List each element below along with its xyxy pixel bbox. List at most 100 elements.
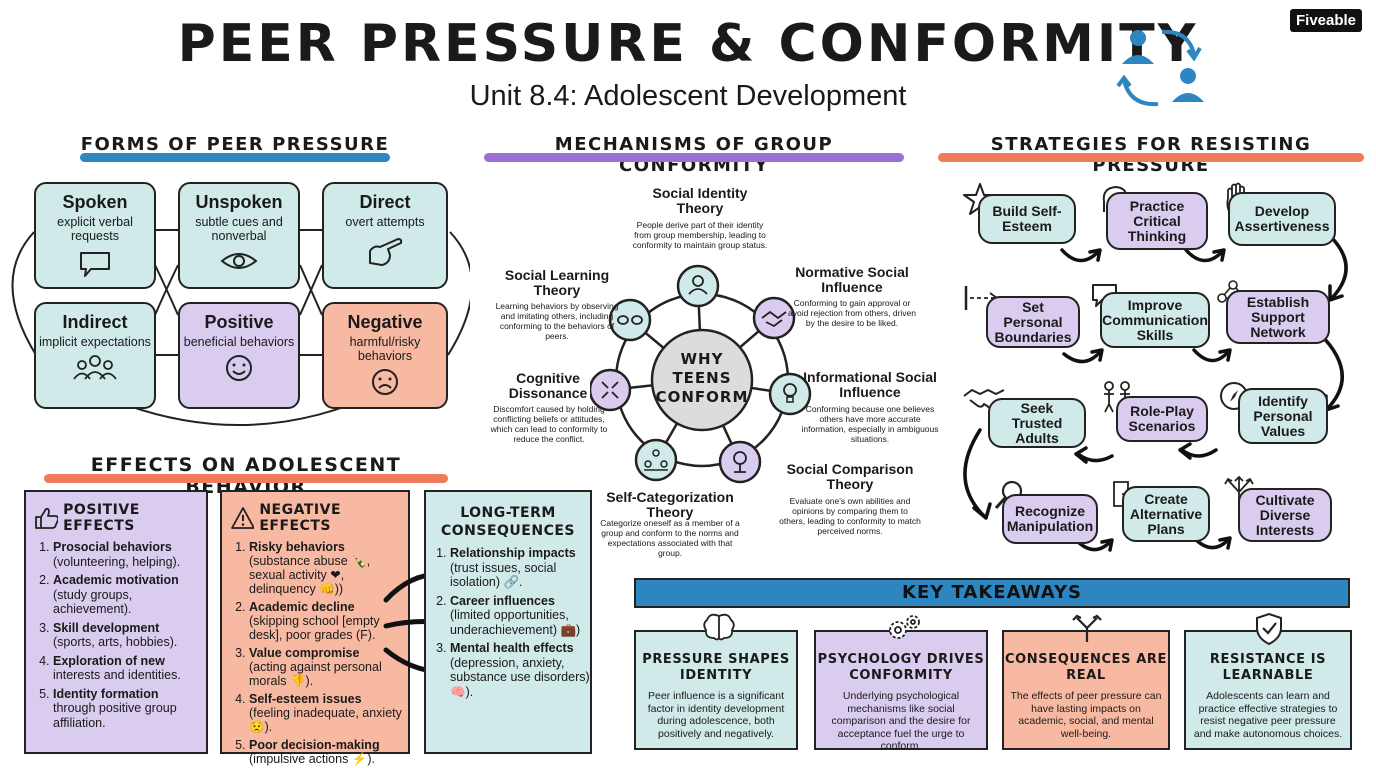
forms-heading: FORMS OF PEER PRESSURE [80,134,390,155]
strategy-build-self-esteem: Build Self-Esteem [978,194,1076,244]
page-subtitle: Unit 8.4: Adolescent Development [469,80,907,112]
form-card-desc: explicit verbal requests [57,215,133,243]
eye-icon [220,253,258,269]
wheel-node-social-identity [676,264,720,308]
takeaway-title: PSYCHOLOGY DRIVES CONFORMITY [817,652,985,683]
longterm-consequences-box: LONG-TERM CONSEQUENCES Relationship impa… [424,490,592,754]
chat-icon [1092,284,1117,307]
forms-heading-bar [80,153,390,162]
form-card-unspoken: Unspoken subtle cues and nonverbal [178,182,300,289]
form-card-title: Positive [204,312,274,332]
negative-effects-list: Risky behaviors(substance abuse 🍾, sexua… [222,540,408,766]
form-card-spoken: Spoken explicit verbal requests [34,182,156,289]
positive-effects-title: POSITIVE EFFECTS [63,502,140,534]
form-card-title: Negative [347,312,423,332]
wheel-hub [650,328,754,432]
form-card-desc: subtle cues and nonverbal [195,215,283,243]
form-card-desc: harmful/risky behaviors [349,335,421,363]
mechanisms-heading-bar [484,153,904,162]
list-item: Career influences(limited opportunities,… [450,594,590,638]
form-card-desc: implicit expectations [39,335,151,349]
mech-title-social-comparison: Social Comparison Theory [786,461,914,492]
negative-effects-title: NEGATIVE EFFECTS [259,502,342,534]
speech-bubble-icon [80,252,110,277]
strategy-practice-critical-thinking: Practice Critical Thinking [1106,192,1208,250]
mech-title-cognitive-dissonance: Cognitive Dissonance [508,370,588,401]
strategy-recognize-manipulation: Recognize Manipulation [1002,494,1098,544]
strategy-develop-assertiveness: Develop Assertiveness [1228,192,1336,246]
form-card-positive: Positive beneficial behaviors [178,302,300,409]
takeaway-title: PRESSURE SHAPES IDENTITY [642,652,790,683]
takeaway-desc: Adolescents can learn and practice effec… [1193,690,1343,740]
takeaway-title: RESISTANCE IS LEARNABLE [1209,652,1327,683]
effects-heading-bar [44,474,448,483]
wheel-node-cognitive-dissonance [590,368,632,412]
strategy-role-play-scenarios: Role-Play Scenarios [1116,396,1208,442]
list-item: Relationship impacts(trust issues, socia… [450,546,590,590]
split-arrow-icon [1072,614,1102,642]
form-card-direct: Direct overt attempts [322,182,448,289]
takeaway-card-resistance: RESISTANCE IS LEARNABLE Adolescents can … [1184,612,1352,750]
mechanism-wheel [590,264,812,484]
form-card-desc: overt attempts [345,215,425,229]
form-card-indirect: Indirect implicit expectations [34,302,156,409]
wheel-node-normative [752,296,796,340]
mech-title-self-categorization: Self-Categorization Theory [606,489,734,520]
mech-desc-normative: Conforming to gain approval or avoid rej… [787,298,917,328]
takeaway-card-identity: PRESSURE SHAPES IDENTITY Peer influence … [634,613,798,750]
thumbs-up-icon [35,507,59,529]
pointing-hand-icon [369,238,403,266]
wheel-hub-label: WHY TEENS CONFORM [655,350,749,406]
wheel-node-social-comparison [718,440,762,484]
mech-desc-informational: Conforming because one believes others h… [801,404,939,444]
form-card-title: Direct [359,192,411,212]
strategy-identify-personal-values: Identify Personal Values [1238,388,1328,444]
form-card-title: Spoken [62,192,128,212]
mech-title-social-identity: Social Identity Theory [652,185,748,216]
smile-icon [226,355,252,381]
list-item: Academic motivation(study groups, achiev… [53,573,206,617]
mech-desc-social-comparison: Evaluate one's own abilities and opinion… [779,496,921,536]
list-item: Prosocial behaviors(volunteering, helpin… [53,540,206,569]
wheel-node-self-categorization [634,438,678,482]
takeaway-desc: The effects of peer pressure can have la… [1010,690,1162,740]
takeaway-desc: Peer influence is a significant factor i… [647,690,785,740]
strategy-establish-support-network: Establish Support Network [1226,290,1330,344]
form-card-negative: Negative harmful/risky behaviors [322,302,448,409]
mech-desc-self-categorization: Categorize oneself as a member of a grou… [600,518,740,558]
strategy-improve-communication: Improve Communication Skills [1100,292,1210,348]
group-icon [73,355,117,380]
positive-effects-box: POSITIVE EFFECTS Prosocial behaviors(vol… [24,490,208,754]
longterm-list: Relationship impacts(trust issues, socia… [426,546,590,699]
list-item: Skill development(sports, arts, hobbies)… [53,621,206,650]
wheel-node-informational [768,372,812,416]
list-item: Self-esteem issues(feeling inadequate, a… [249,692,408,734]
wheel-node-social-learning [608,298,652,342]
warning-icon [231,507,255,529]
list-item: Value compromise(acting against personal… [249,646,408,688]
strategy-set-personal-boundaries: Set Personal Boundaries [986,296,1080,348]
takeaway-card-consequences: CONSEQUENCES ARE REAL The effects of pee… [1002,614,1170,750]
negative-effects-box: NEGATIVE EFFECTS Risky behaviors(substan… [220,490,410,766]
mech-title-social-learning: Social Learning Theory [504,267,610,298]
strategy-cultivate-diverse-interests: Cultivate Diverse Interests [1238,488,1332,542]
strategy-seek-trusted-adults: Seek Trusted Adults [988,398,1086,448]
list-item: Academic decline(skipping school [empty … [249,600,408,642]
page-title: PEER PRESSURE & CONFORMITY [177,14,1199,74]
takeaway-title: CONSEQUENCES ARE REAL [1005,652,1167,683]
brand-logo: Fiveable [1290,9,1363,32]
people-cycle-icon [1116,29,1204,107]
form-card-desc: beneficial behaviors [183,335,295,349]
takeaway-card-psychology: PSYCHOLOGY DRIVES CONFORMITY Underlying … [814,615,988,752]
mech-desc-cognitive-dissonance: Discomfort caused by holding conflicting… [490,404,608,444]
takeaways-banner: KEY TAKEAWAYS [634,578,1350,608]
positive-effects-list: Prosocial behaviors(volunteering, helpin… [26,540,206,730]
shield-check-icon [1256,612,1282,646]
longterm-title: LONG-TERM CONSEQUENCES [440,505,575,539]
list-item: Mental health effects(depression, anxiet… [450,641,590,699]
list-item: Poor decision-making(impulsive actions ⚡… [249,738,408,766]
strategies-heading-bar [938,153,1364,162]
mech-title-informational: Informational Social Influence [803,369,937,400]
list-item: Risky behaviors(substance abuse 🍾, sexua… [249,540,408,596]
